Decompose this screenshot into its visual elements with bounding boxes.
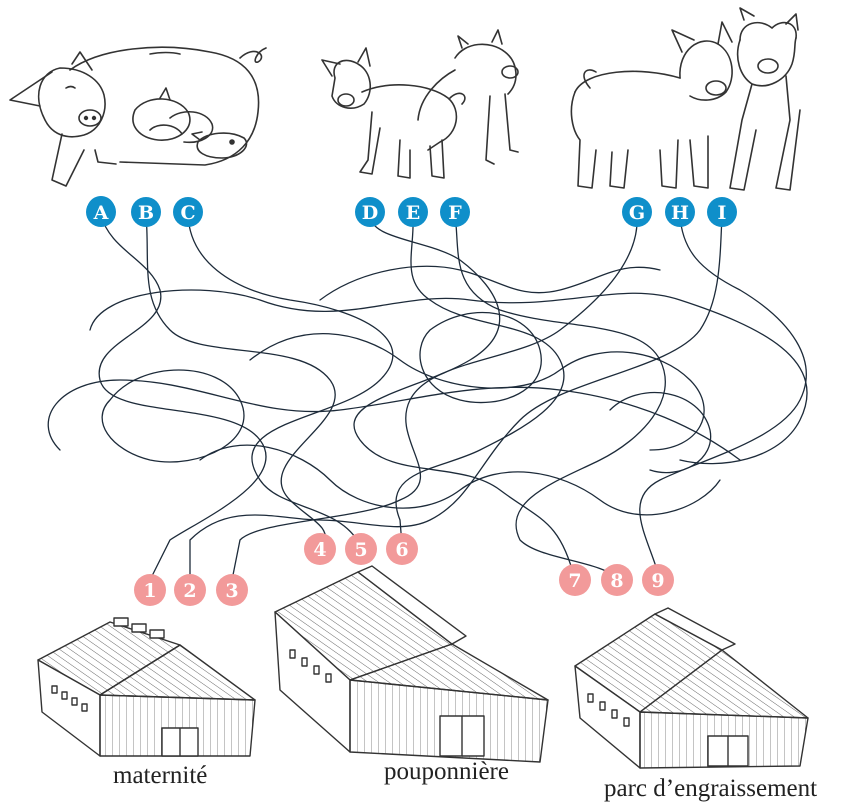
- svg-text:F: F: [448, 202, 462, 224]
- svg-text:H: H: [671, 202, 689, 224]
- label-pouponniere: pouponnière: [384, 758, 509, 785]
- svg-text:8: 8: [610, 570, 623, 592]
- barn-icon: [574, 607, 809, 769]
- end-badge-2[interactable]: 2: [174, 574, 206, 606]
- fattening-pigs-icon: [570, 7, 801, 191]
- start-badge-b[interactable]: B: [131, 197, 161, 227]
- start-badge-f[interactable]: F: [440, 197, 470, 227]
- end-badge-4[interactable]: 4: [304, 533, 336, 565]
- svg-text:1: 1: [143, 580, 156, 602]
- start-badge-i[interactable]: I: [707, 197, 737, 227]
- svg-text:4: 4: [313, 539, 326, 561]
- end-badge-1[interactable]: 1: [134, 574, 166, 606]
- svg-text:C: C: [180, 202, 195, 224]
- end-badge-5[interactable]: 5: [345, 533, 377, 565]
- end-badge-6[interactable]: 6: [386, 533, 418, 565]
- svg-text:A: A: [93, 202, 109, 224]
- svg-text:D: D: [362, 202, 378, 224]
- svg-text:B: B: [138, 202, 154, 224]
- sow-with-piglets-icon: [9, 46, 267, 187]
- svg-text:5: 5: [354, 539, 367, 561]
- svg-text:I: I: [718, 202, 727, 224]
- label-parc-engraissement: parc d’engraissement: [604, 775, 818, 802]
- start-badge-d[interactable]: D: [355, 197, 385, 227]
- barn-icon: [274, 565, 549, 763]
- svg-text:E: E: [406, 202, 420, 224]
- end-badges: 1 2 3 4 5 6 7 8 9: [134, 533, 674, 606]
- start-badges: A B C D E F G H I: [86, 196, 737, 227]
- end-badge-3[interactable]: 3: [216, 574, 248, 606]
- start-badge-c[interactable]: C: [173, 197, 203, 227]
- start-badge-e[interactable]: E: [398, 197, 428, 227]
- end-badge-9[interactable]: 9: [642, 564, 674, 596]
- svg-text:7: 7: [568, 570, 581, 592]
- end-badge-8[interactable]: 8: [601, 564, 633, 596]
- end-badge-7[interactable]: 7: [559, 564, 591, 596]
- start-badge-h[interactable]: H: [665, 197, 695, 227]
- start-badge-g[interactable]: G: [622, 197, 652, 227]
- svg-text:2: 2: [183, 580, 196, 602]
- svg-text:6: 6: [395, 539, 408, 561]
- barn-icon: [37, 617, 256, 757]
- maze-paths: [47, 214, 808, 581]
- start-badge-a[interactable]: A: [86, 196, 116, 227]
- svg-text:9: 9: [651, 570, 664, 592]
- weaned-piglets-icon: [321, 29, 519, 179]
- svg-text:G: G: [629, 202, 645, 224]
- label-maternite: maternité: [113, 762, 208, 789]
- svg-text:3: 3: [225, 580, 238, 602]
